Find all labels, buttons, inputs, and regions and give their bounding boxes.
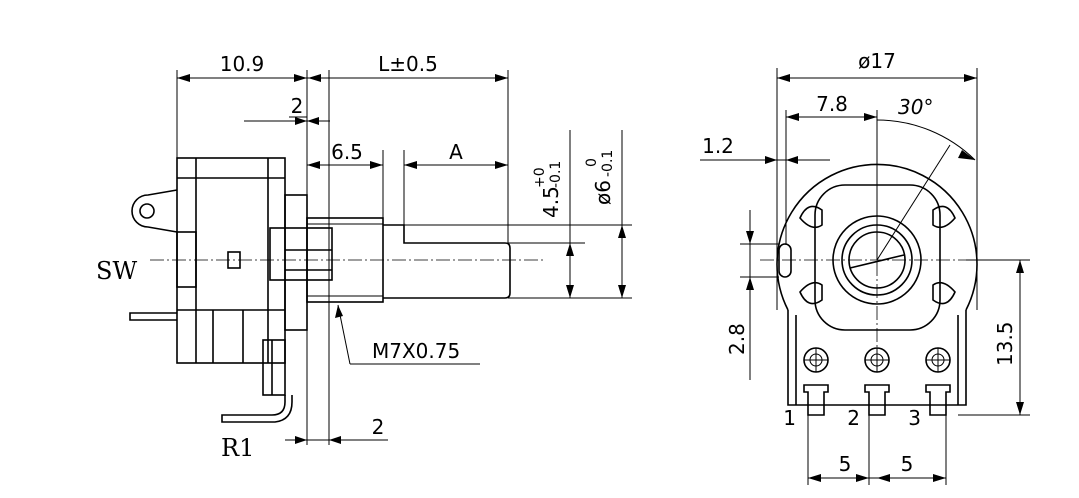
pin-label-3: 3 — [908, 406, 921, 430]
dim-a: A — [449, 140, 463, 164]
dim-diameter: ø17 — [858, 49, 896, 73]
dim-dia-shaft-tol-upper: 0 — [584, 158, 600, 167]
dim-offset: 7.8 — [816, 92, 848, 116]
dim-shaft-length: L±0.5 — [378, 52, 438, 76]
shaft — [383, 224, 511, 299]
dim-dia-shaft-tol-lower: -0.1 — [600, 150, 616, 177]
dim-thread: M7X0.75 — [372, 339, 460, 363]
dim-pitch-1: 5 — [839, 452, 852, 476]
terminal-screw-2 — [864, 347, 890, 373]
dim-4-5-group: 4.5 +0 -0.1 — [532, 161, 564, 218]
front-view: ø17 7.8 30° 1.2 — [700, 49, 1030, 485]
terminal-screw-1 — [803, 347, 829, 373]
dim-dia-shaft: ø6 — [591, 180, 615, 205]
pin-2 — [864, 384, 890, 416]
pin-label-1: 1 — [783, 406, 796, 430]
side-view: 10.9 L±0.5 2 6.5 A 4.5 — [96, 52, 632, 462]
dim-dia-small-tol-lower: -0.1 — [548, 161, 564, 188]
dim-body-depth: 10.9 — [220, 52, 265, 76]
left-tab — [778, 243, 792, 278]
pin-label-2: 2 — [847, 406, 860, 430]
label-r1: R1 — [221, 434, 254, 462]
inner-housing — [814, 184, 941, 331]
dim-thread-length: 6.5 — [331, 140, 363, 164]
dim-bottom-2: 2 — [372, 415, 385, 439]
dim-flange-2: 2 — [291, 94, 304, 118]
pin-1 — [803, 384, 829, 416]
pin-3 — [925, 384, 951, 416]
dim-pitch-2: 5 — [901, 452, 914, 476]
dim-angle: 30° — [898, 95, 933, 119]
dim-tab: 1.2 — [702, 134, 734, 158]
thread-bushing — [306, 217, 384, 303]
dim-dia-small: 4.5 — [539, 186, 563, 218]
dim-height-13-5: 13.5 — [993, 321, 1017, 366]
dim-dia-small-tol-upper: +0 — [532, 167, 548, 188]
terminal-screw-3 — [925, 347, 951, 373]
dim-6-group: ø6 0 -0.1 — [584, 150, 616, 205]
label-sw: SW — [96, 257, 137, 285]
mount-hole — [139, 203, 155, 219]
dim-height-2-8: 2.8 — [725, 323, 749, 355]
